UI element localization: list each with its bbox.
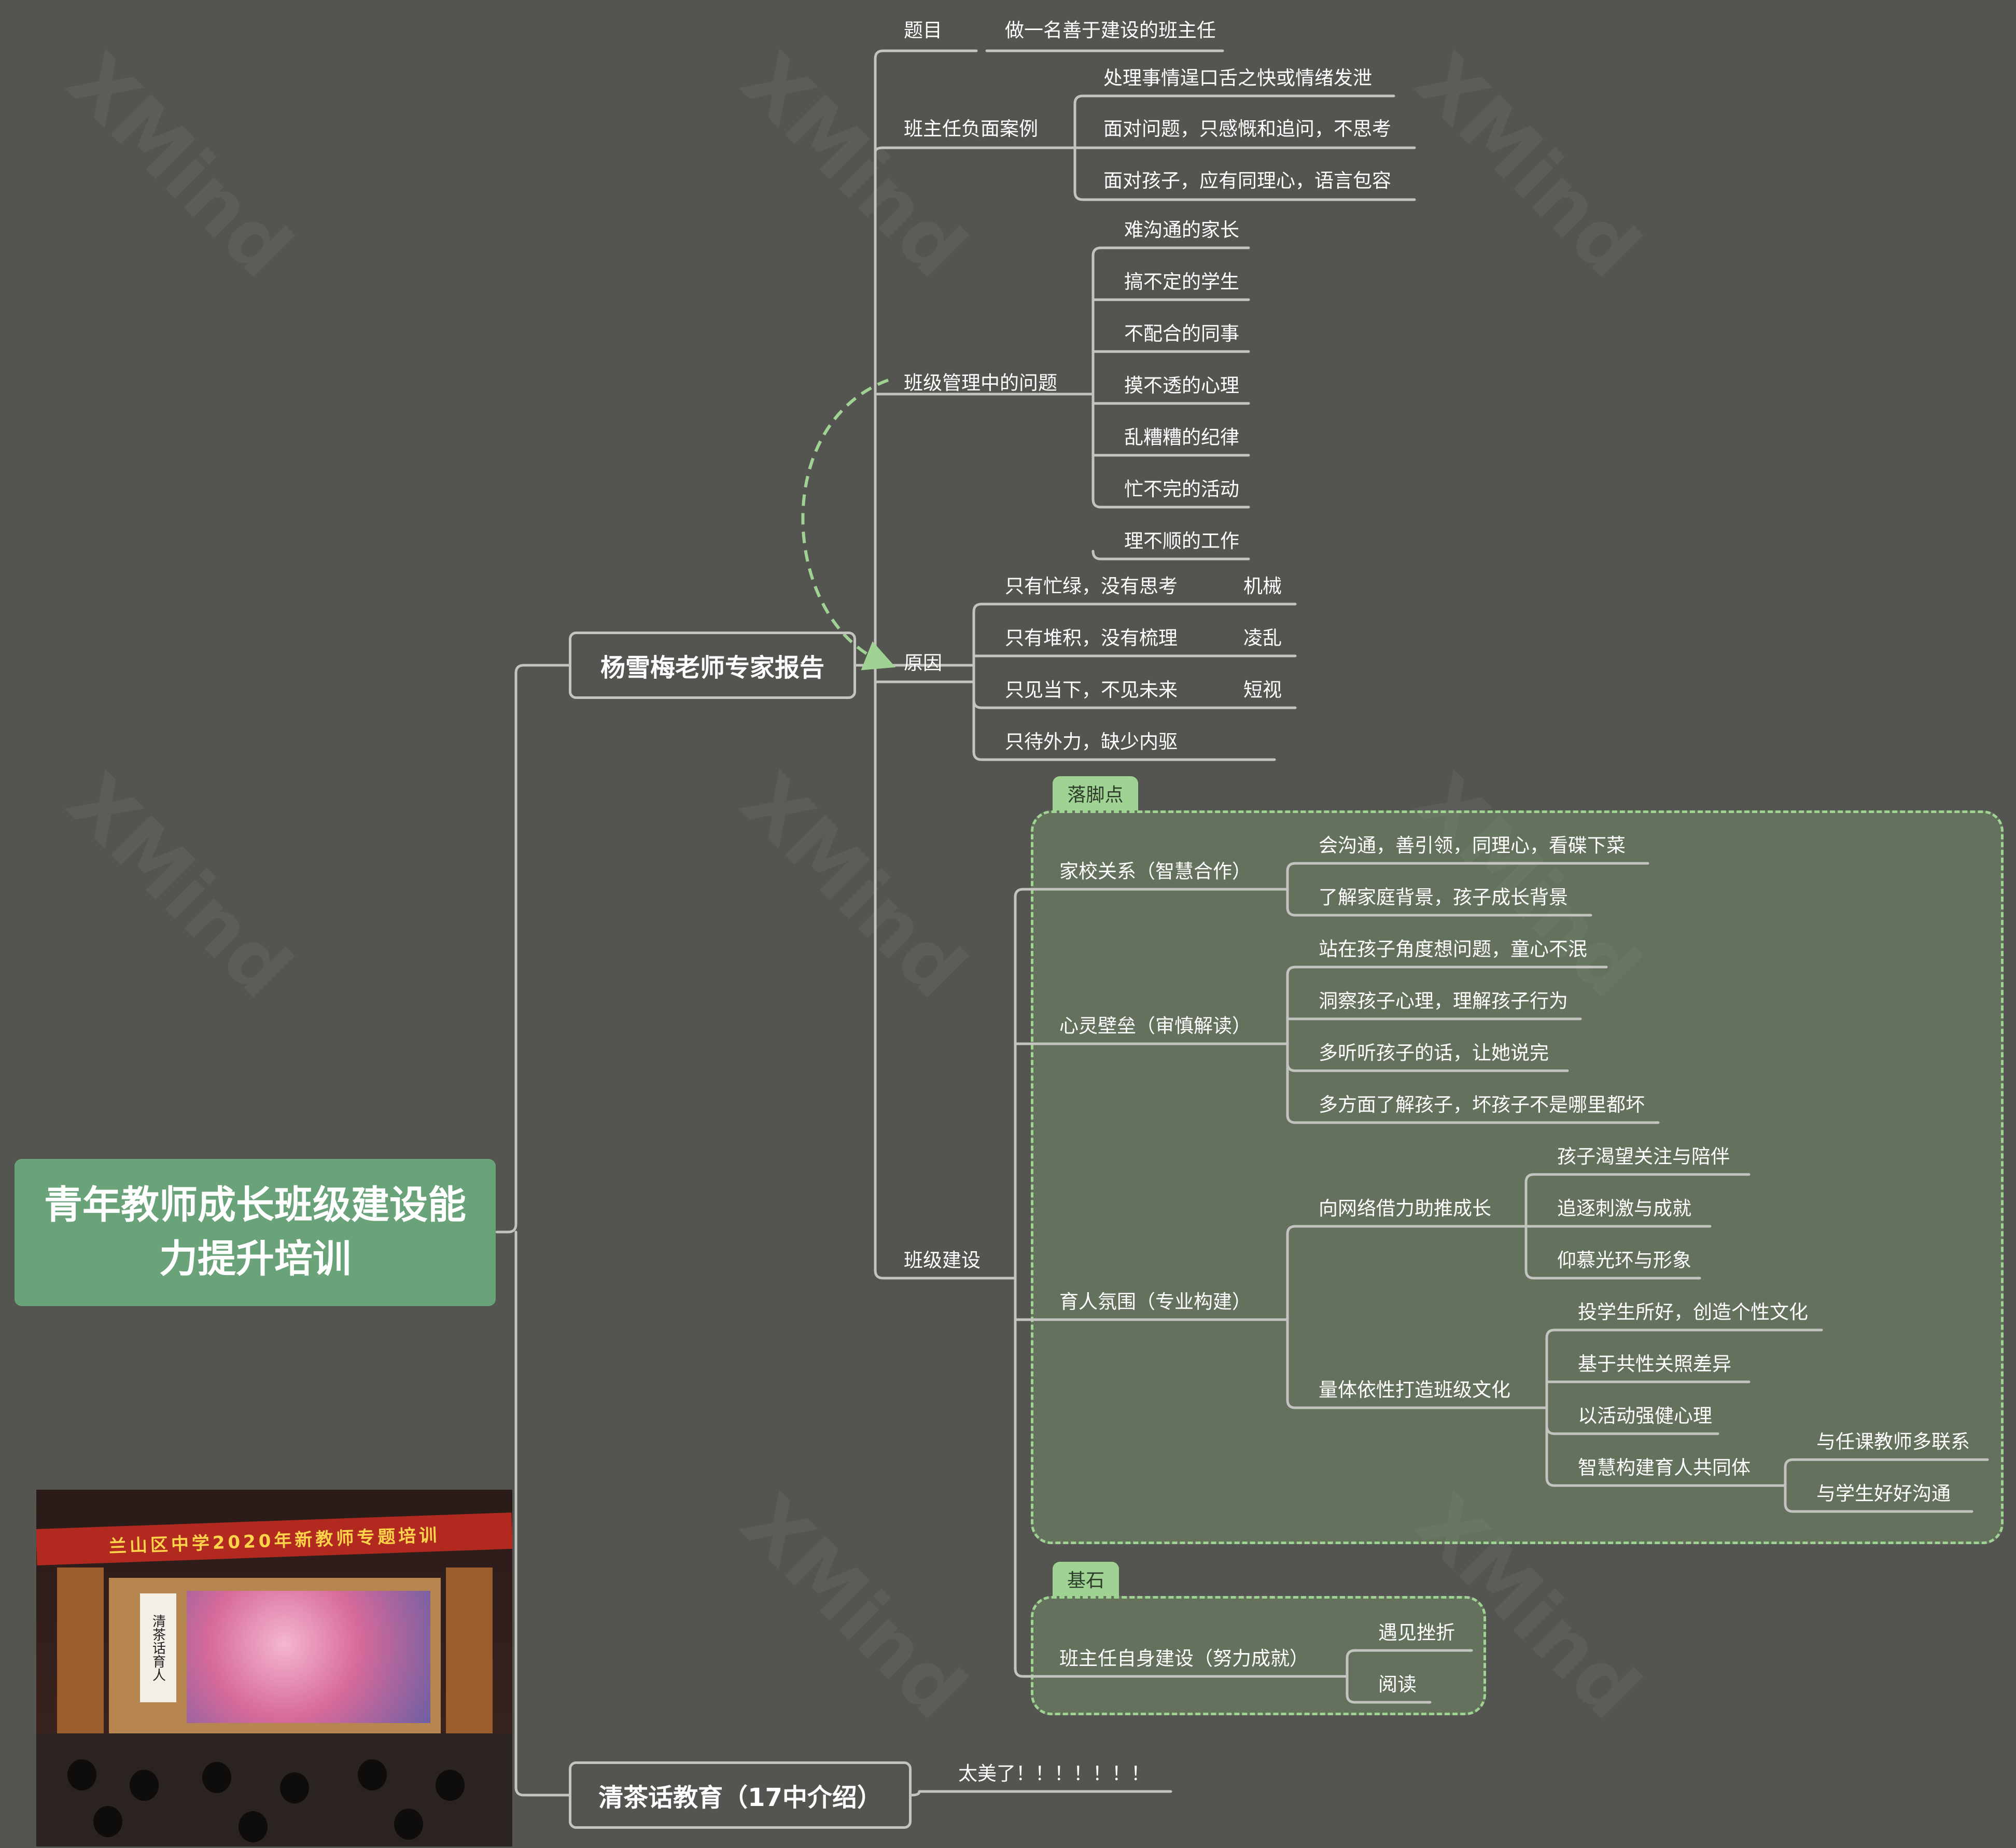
subtopic-class-management-issues[interactable]: 班级管理中的问题: [904, 372, 1057, 394]
main-topic-expert-report[interactable]: 杨雪梅老师专家报告: [569, 632, 856, 699]
class-building-self[interactable]: 班主任自身建设（努力成就）: [1059, 1647, 1309, 1670]
subtopic-class-building[interactable]: 班级建设: [904, 1249, 981, 1271]
boundary-label-landing-point[interactable]: 落脚点: [1053, 776, 1138, 810]
self-building-item[interactable]: 阅读: [1378, 1673, 1417, 1696]
class-building-heart-barrier[interactable]: 心灵壁垒（审慎解读）: [1059, 1015, 1251, 1037]
audience-head: [67, 1759, 96, 1790]
management-issue-item[interactable]: 理不顺的工作: [1124, 530, 1239, 552]
negative-case-item[interactable]: 面对孩子，应有同理心，语言包容: [1103, 170, 1391, 192]
audience-head: [130, 1770, 159, 1801]
subtopic-reasons[interactable]: 原因: [904, 652, 942, 674]
tea-talk-comment[interactable]: 太美了！！！！！！！: [958, 1762, 1150, 1785]
boundary-landing-point[interactable]: [1031, 810, 2004, 1544]
culture-item[interactable]: 智慧构建育人共同体: [1578, 1457, 1751, 1479]
audience-head: [280, 1772, 309, 1803]
audience-head: [239, 1811, 268, 1842]
management-issue-item[interactable]: 难沟通的家长: [1124, 219, 1239, 241]
audience-head: [358, 1759, 387, 1790]
central-topic-title: 青年教师成长班级建设能力提升培训: [44, 1183, 466, 1281]
audience-head: [394, 1809, 423, 1840]
main-topic-label: 杨雪梅老师专家报告: [600, 653, 824, 682]
subtopic-title[interactable]: 题目: [904, 19, 942, 41]
management-issue-item[interactable]: 搞不定的学生: [1124, 271, 1239, 293]
community-item[interactable]: 与学生好好沟通: [1816, 1482, 1951, 1505]
network-item[interactable]: 仰慕光环与形象: [1557, 1249, 1691, 1271]
heart-barrier-item[interactable]: 多听听孩子的话，让她说完: [1319, 1042, 1549, 1064]
reason-item[interactable]: 只见当下，不见未来: [1005, 679, 1178, 701]
network-item[interactable]: 孩子渴望关注与陪伴: [1557, 1145, 1730, 1168]
culture-item[interactable]: 基于共性关照差异: [1578, 1353, 1731, 1375]
subtopic-negative-cases[interactable]: 班主任负面案例: [904, 118, 1038, 140]
heart-barrier-item[interactable]: 站在孩子角度想问题，童心不泯: [1319, 938, 1587, 960]
reason-result[interactable]: 短视: [1243, 679, 1282, 701]
reason-result[interactable]: 机械: [1243, 575, 1282, 597]
self-building-item[interactable]: 遇见挫折: [1378, 1621, 1455, 1644]
management-issue-item[interactable]: 摸不透的心理: [1124, 374, 1239, 397]
topic-title-value[interactable]: 做一名善于建设的班主任: [1005, 19, 1216, 41]
audience-head: [436, 1770, 465, 1801]
central-topic[interactable]: 青年教师成长班级建设能力提升培训: [15, 1159, 496, 1306]
boundary-label-cornerstone[interactable]: 基石: [1053, 1562, 1119, 1596]
network-item[interactable]: 追逐刺激与成就: [1557, 1197, 1691, 1220]
class-building-home-school[interactable]: 家校关系（智慧合作）: [1059, 860, 1251, 883]
main-topic-label: 清茶话教育（17中介绍）: [598, 1783, 882, 1812]
photo-stage-scroll: 清茶话育人: [140, 1593, 176, 1702]
heart-barrier-item[interactable]: 多方面了解孩子，坏孩子不是哪里都坏: [1319, 1094, 1645, 1116]
management-issue-item[interactable]: 忙不完的活动: [1124, 478, 1239, 500]
home-school-item[interactable]: 了解家庭背景，孩子成长背景: [1319, 886, 1568, 908]
photo-curtain-left: [57, 1567, 104, 1733]
culture-item[interactable]: 投学生所好，创造个性文化: [1578, 1301, 1808, 1323]
class-building-atmosphere[interactable]: 育人氛围（专业构建）: [1059, 1291, 1251, 1313]
photo-banner: 兰山区中学2020年新教师专题培训: [36, 1513, 512, 1565]
negative-case-item[interactable]: 处理事情逞口舌之快或情绪发泄: [1103, 67, 1372, 89]
training-photo-image[interactable]: 兰山区中学2020年新教师专题培训 清茶话育人: [36, 1490, 512, 1846]
main-topic-tea-talk[interactable]: 清茶话教育（17中介绍）: [569, 1761, 912, 1829]
reason-item[interactable]: 只待外力，缺少内驱: [1005, 731, 1178, 753]
audience-head: [202, 1762, 231, 1793]
management-issue-item[interactable]: 不配合的同事: [1124, 323, 1239, 345]
reason-item[interactable]: 只有堆积，没有梳理: [1005, 627, 1178, 649]
reason-result[interactable]: 凌乱: [1243, 627, 1282, 649]
negative-case-item[interactable]: 面对问题，只感慨和追问，不思考: [1103, 118, 1391, 140]
home-school-item[interactable]: 会沟通，善引领，同理心，看碟下菜: [1319, 834, 1626, 857]
photo-curtain-right: [446, 1567, 493, 1733]
culture-item[interactable]: 以活动强健心理: [1578, 1405, 1712, 1427]
management-issue-item[interactable]: 乱糟糟的纪律: [1124, 426, 1239, 449]
photo-screen: [187, 1591, 430, 1723]
boundary-cornerstone[interactable]: [1031, 1596, 1486, 1715]
heart-barrier-item[interactable]: 洞察孩子心理，理解孩子行为: [1319, 990, 1568, 1012]
reason-item[interactable]: 只有忙绿，没有思考: [1005, 575, 1178, 597]
audience-head: [93, 1806, 122, 1837]
atmosphere-culture[interactable]: 量体依性打造班级文化: [1319, 1379, 1510, 1401]
community-item[interactable]: 与任课教师多联系: [1816, 1431, 1970, 1453]
atmosphere-network[interactable]: 向网络借力助推成长: [1319, 1197, 1491, 1220]
